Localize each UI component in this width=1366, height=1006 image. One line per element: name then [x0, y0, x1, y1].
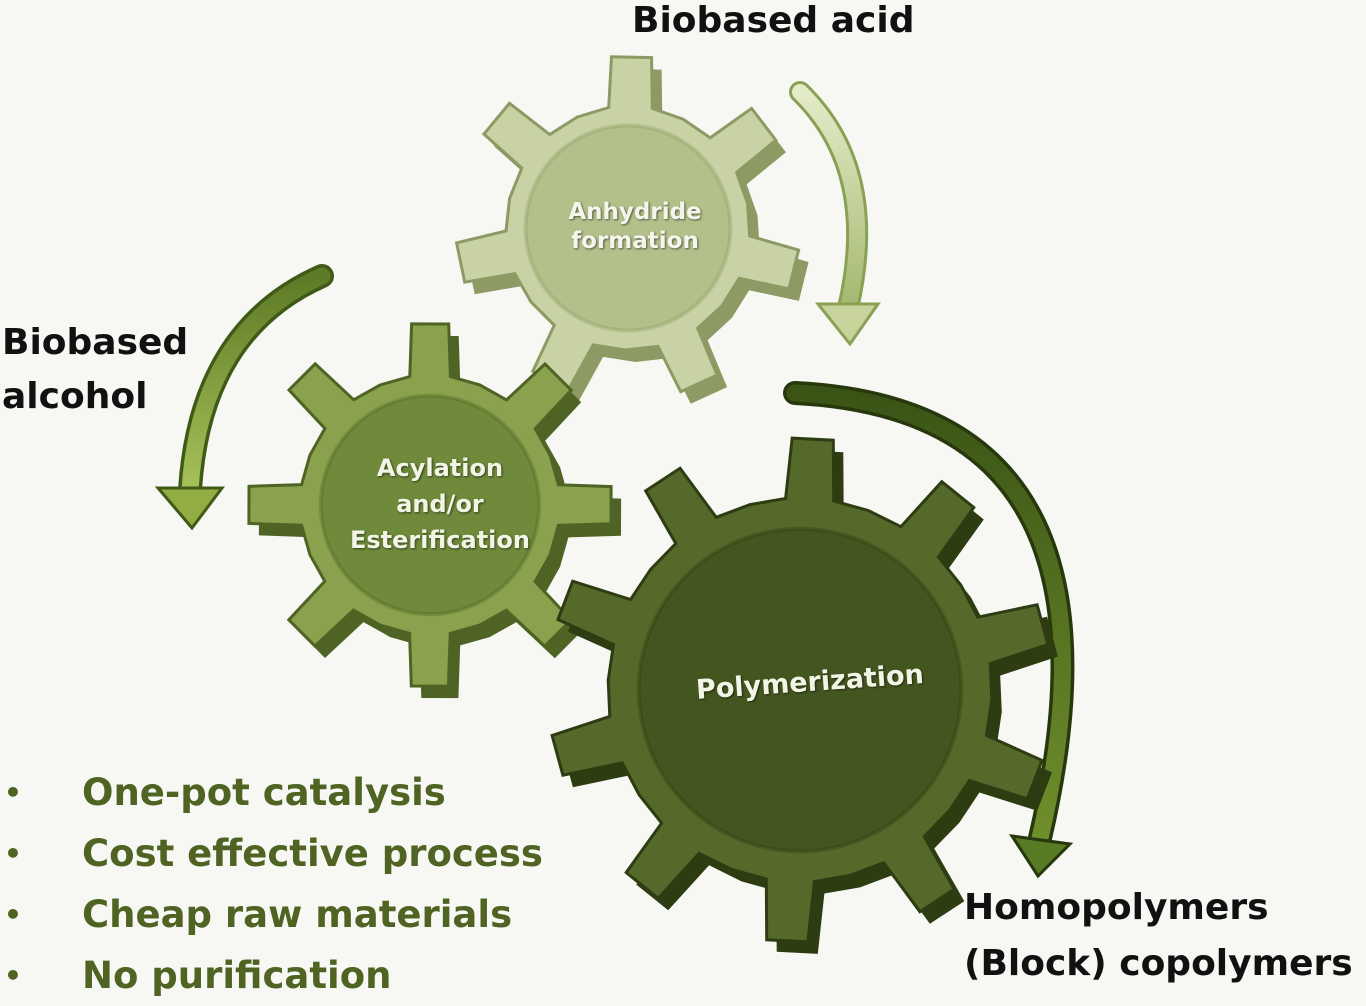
- list-item: •No purification: [4, 954, 392, 997]
- list-item: •Cost effective process: [4, 832, 543, 875]
- gear-hub: [318, 393, 542, 617]
- arrow-polymerization: [783, 381, 1075, 879]
- gear-label-anhydride: Anhydride formation: [568, 199, 702, 254]
- gear-anhydride-formation: [454, 55, 809, 404]
- list-item: •One-pot catalysis: [4, 771, 446, 814]
- label-biobased-alcohol: Biobased alcohol: [2, 322, 189, 417]
- label-products: Homopolymers (Block) copolymers: [964, 887, 1353, 984]
- label-biobased-acid: Biobased acid: [632, 0, 915, 41]
- gear-polymerization: [550, 436, 1058, 954]
- gear-hub: [636, 526, 964, 854]
- gear-acylation-esterification: [247, 322, 622, 699]
- arrow-biobased-acid: [789, 81, 881, 347]
- list-item: •Cheap raw materials: [4, 893, 513, 936]
- gear-hub: [523, 123, 733, 333]
- arrow-biobased-alcohol: [154, 264, 334, 531]
- gear-label-acylation: Acylation and/or Esterification: [350, 454, 530, 554]
- benefits-list: •One-pot catalysis •Cost effective proce…: [0, 762, 543, 1006]
